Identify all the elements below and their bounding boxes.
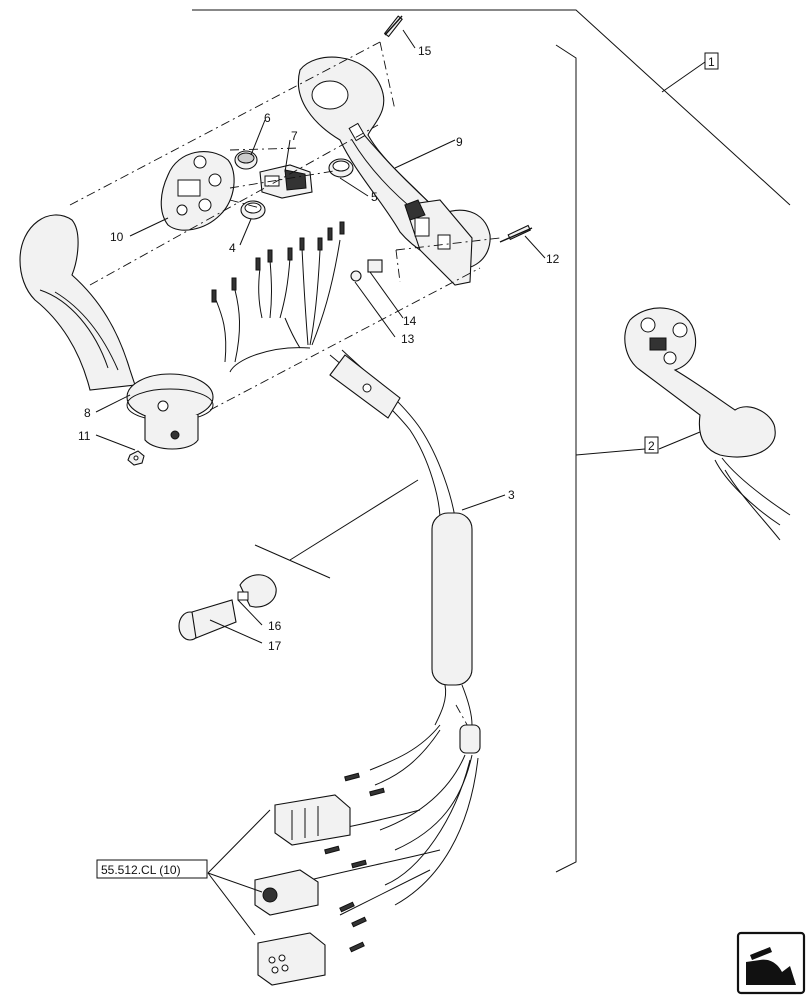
switch-plate xyxy=(160,151,235,231)
reference-box[interactable] xyxy=(96,859,208,879)
callout-6: 6 xyxy=(264,111,271,125)
callout-8: 8 xyxy=(84,406,91,420)
callout-14: 14 xyxy=(403,314,417,328)
callout-5: 5 xyxy=(371,190,378,204)
wire-harness xyxy=(211,221,481,916)
reference-callout[interactable]: 55.512.CL (10) xyxy=(96,859,208,879)
fasteners xyxy=(127,15,533,466)
callout-7: 7 xyxy=(291,129,298,143)
callout-box-2 xyxy=(644,436,659,454)
plug-detail xyxy=(178,479,419,641)
wire-terminals xyxy=(211,221,345,303)
rocker-switch xyxy=(259,164,313,199)
callout-box-1 xyxy=(704,52,719,70)
callout-1: 1 xyxy=(708,55,715,69)
callout-11: 11 xyxy=(78,429,91,443)
buttons xyxy=(234,150,354,220)
callout-12: 12 xyxy=(546,252,560,266)
handle-left xyxy=(19,214,214,450)
callout-17: 17 xyxy=(268,639,282,653)
callout-10: 10 xyxy=(110,230,124,244)
callout-16: 16 xyxy=(268,619,282,633)
callout-13: 13 xyxy=(401,332,415,346)
callout-15: 15 xyxy=(418,44,432,58)
callout-4: 4 xyxy=(229,241,236,255)
reference-label[interactable]: 55.512.CL (10) xyxy=(101,863,181,877)
next-page-arrow-icon[interactable] xyxy=(736,931,806,995)
callout-2: 2 xyxy=(648,439,655,453)
connectors xyxy=(254,772,385,986)
callout-9: 9 xyxy=(456,135,463,149)
leader-lines xyxy=(95,29,546,936)
inset-joystick xyxy=(624,307,791,541)
callout-labels: 1 2 3 4 5 6 7 8 9 10 11 12 13 14 15 16 1… xyxy=(78,44,719,653)
handle-right xyxy=(297,56,491,286)
callout-3: 3 xyxy=(508,488,515,502)
assembly-frame xyxy=(192,9,791,873)
